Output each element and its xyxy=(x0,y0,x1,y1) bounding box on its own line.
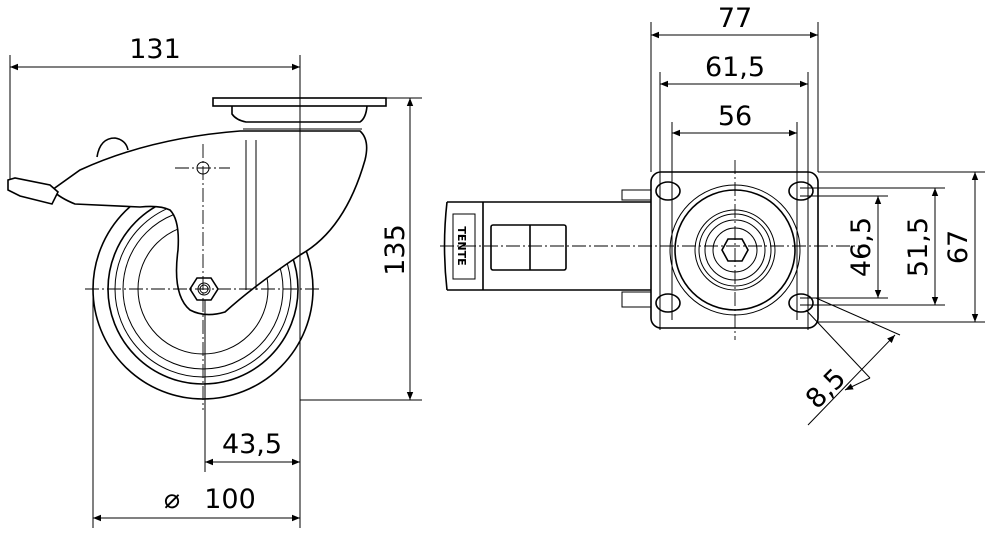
dim-43-5: 43,5 xyxy=(222,429,282,460)
tente-logo: TENTE xyxy=(455,226,468,265)
mounting-holes xyxy=(655,181,814,313)
dim-135: 135 xyxy=(380,224,411,276)
dim-67: 67 xyxy=(943,230,974,264)
kingpin-hex xyxy=(721,238,749,262)
dim-8-5: 8,5 xyxy=(800,363,852,415)
side-view xyxy=(7,55,422,528)
brake-pedal xyxy=(7,177,59,205)
brake-arm xyxy=(443,201,651,291)
svg-text:TENTE: TENTE xyxy=(455,226,468,265)
dim-61-5: 61,5 xyxy=(705,52,765,83)
dim-131: 131 xyxy=(129,34,181,65)
brake-pad xyxy=(490,224,567,271)
brake-knob xyxy=(96,137,129,158)
dim-56: 56 xyxy=(718,101,752,132)
mounting-plate xyxy=(650,171,819,329)
dim-46-5: 46,5 xyxy=(846,217,877,277)
dim-100: 100 xyxy=(204,484,256,515)
dim-77: 77 xyxy=(718,3,752,34)
dim-line-8-5 xyxy=(807,334,896,426)
top-view: TENTE xyxy=(440,22,985,426)
dim-51-5: 51,5 xyxy=(903,217,934,277)
diameter-symbol: ⌀ xyxy=(164,484,180,515)
